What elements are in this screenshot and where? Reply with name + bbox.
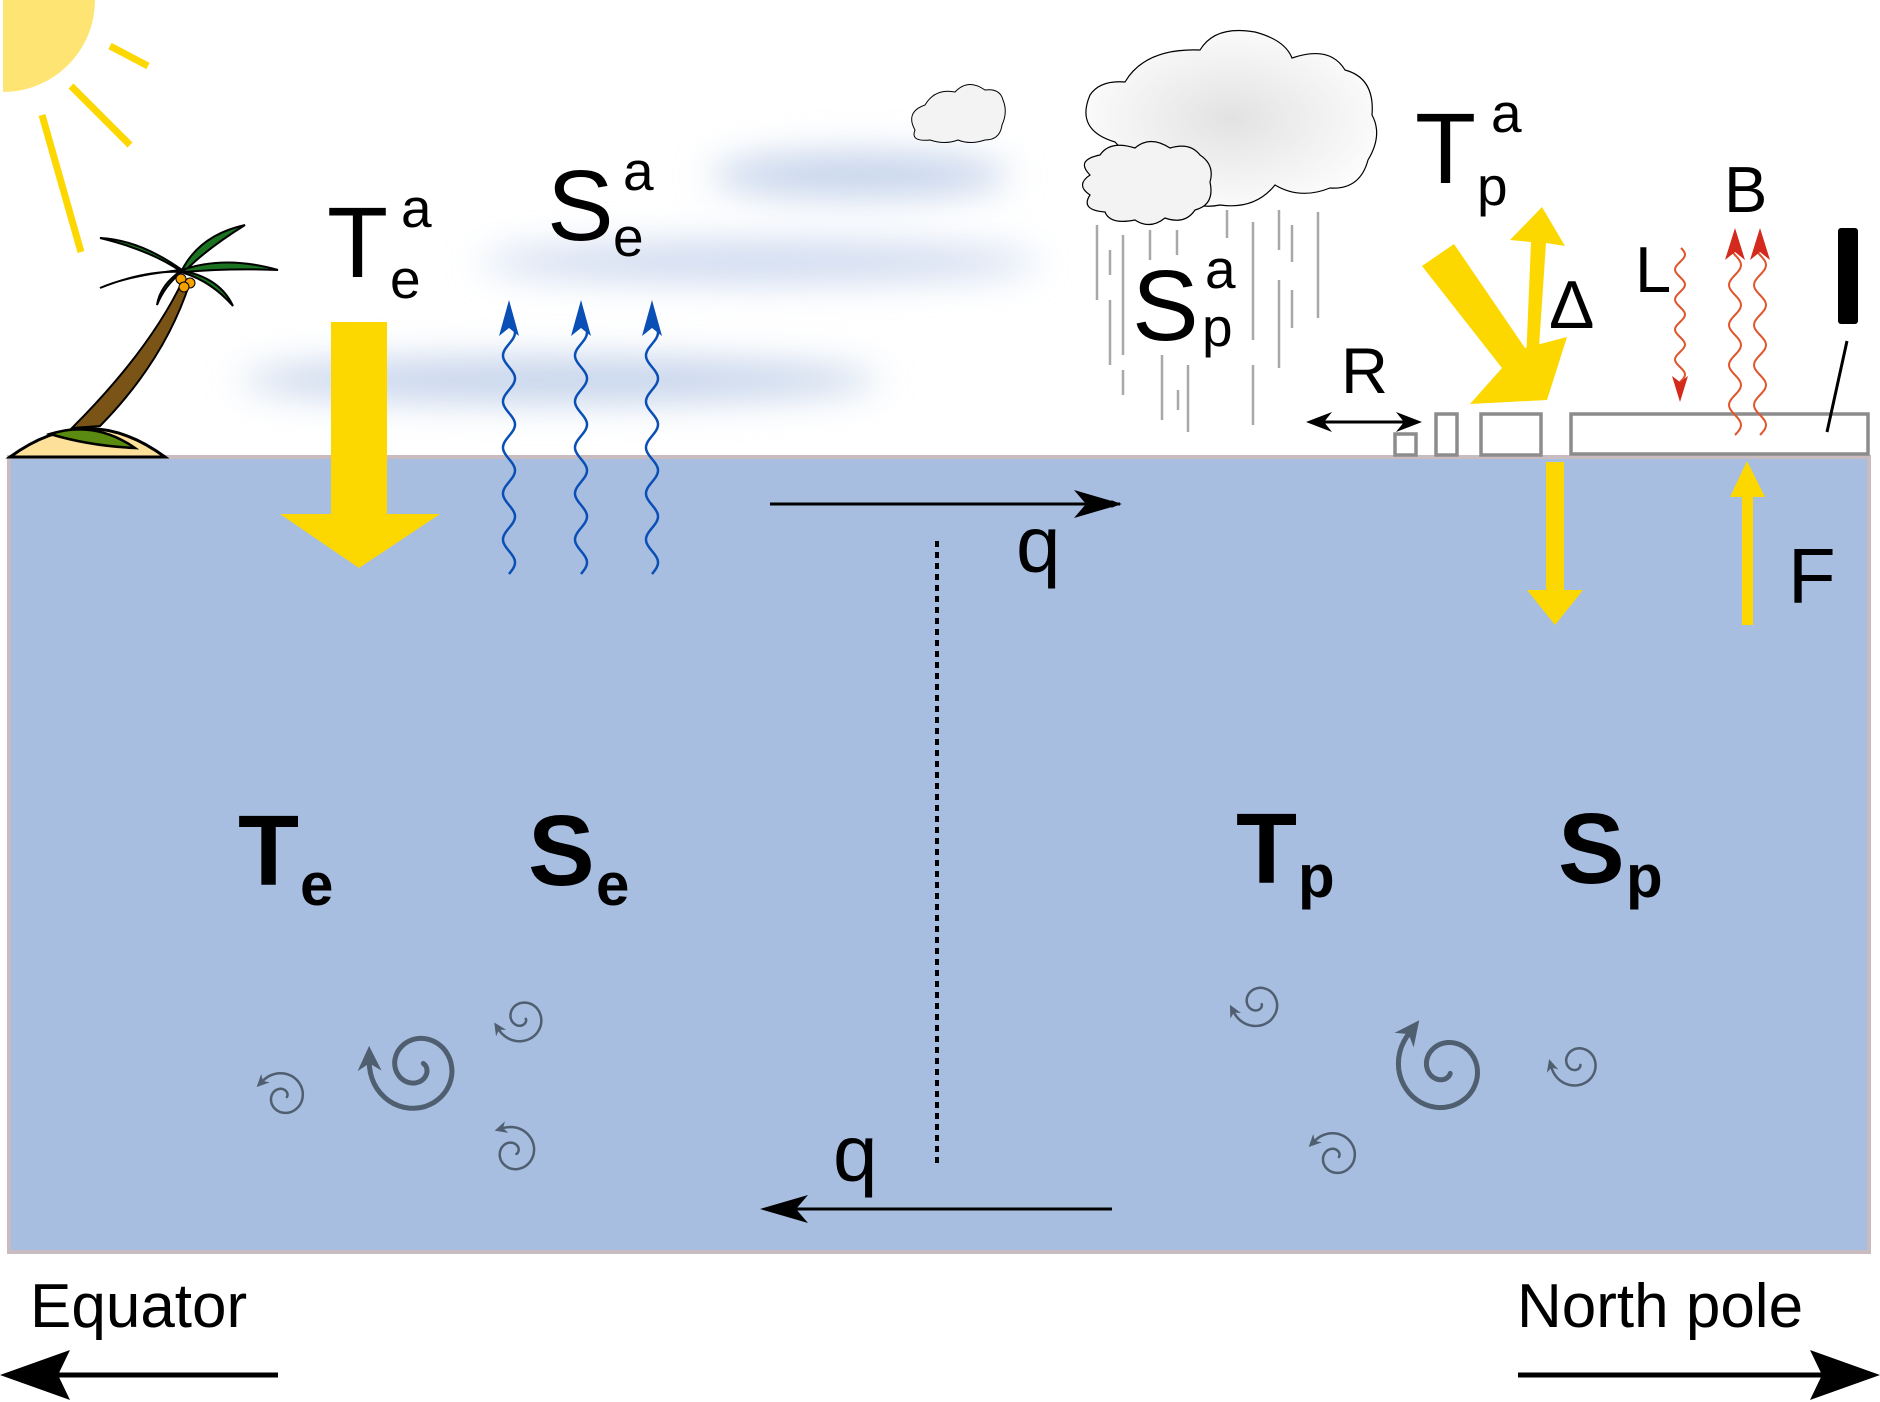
ice-melt-flux-arrow xyxy=(1527,462,1583,625)
ice-floe xyxy=(1434,412,1459,457)
small-eddy-spiral xyxy=(1232,986,1279,1028)
label-north-pole: North pole xyxy=(1517,1272,1803,1341)
label-polar-air-temperature: T p a xyxy=(1415,82,1522,217)
symbol-subscript: e xyxy=(300,851,333,918)
symbol-base: T xyxy=(238,795,299,907)
symbol-subscript: e xyxy=(613,206,644,268)
small-eddy-arrowhead xyxy=(1546,1059,1559,1073)
small-eddy-arrowhead xyxy=(256,1073,270,1088)
blackbody-up-arrowhead xyxy=(1750,228,1770,260)
longwave-down-arrowhead xyxy=(1672,376,1688,402)
symbol-superscript: a xyxy=(623,140,654,202)
evaporation-arrowhead xyxy=(642,300,662,336)
small-eddy-spiral xyxy=(498,1125,536,1171)
atmospheric-haze xyxy=(240,153,1040,402)
equator-shortwave-arrow xyxy=(280,322,440,568)
polar-shortwave-arrow xyxy=(1422,244,1567,404)
small-eddy-spiral xyxy=(1312,1132,1357,1175)
symbol-subscript: p xyxy=(1477,155,1508,217)
label-equator-air-temperature: T e a xyxy=(327,177,432,310)
haze-band xyxy=(240,358,880,402)
small-eddy-arrowhead xyxy=(1308,1133,1322,1148)
evaporation-arrows xyxy=(499,300,662,575)
equator-direction-arrow xyxy=(0,1350,278,1400)
palm-island-icon xyxy=(5,224,279,459)
small-eddy-spiral xyxy=(260,1072,305,1115)
evaporation-wave xyxy=(644,319,660,575)
small-eddy-arrowhead xyxy=(1229,1004,1242,1019)
evaporation-wave xyxy=(501,319,517,575)
ice-floe xyxy=(1393,432,1418,457)
large-eddy-arrowhead xyxy=(357,1045,382,1072)
label-deep-transport: q xyxy=(833,1109,878,1198)
blackbody-up-arrowhead xyxy=(1725,228,1745,260)
symbol-base: S xyxy=(1132,250,1199,362)
ocean-heat-flux-arrow xyxy=(1730,461,1765,625)
large-eddy-spiral xyxy=(366,1035,455,1111)
reflected-shortwave-arrow xyxy=(1510,207,1565,362)
north-pole-direction-arrow xyxy=(1518,1350,1880,1400)
blackbody-up-wave xyxy=(1752,248,1768,436)
ice-thickness-pointer xyxy=(1825,340,1849,433)
large-eddy-arrowhead xyxy=(1394,1020,1420,1048)
small-eddy-arrowhead xyxy=(494,1022,507,1037)
label-equator-air-salinity: S e a xyxy=(547,140,654,268)
symbol-subscript: p xyxy=(1626,843,1663,910)
symbol-base: T xyxy=(1236,793,1297,905)
blackbody-up-wave xyxy=(1727,248,1743,436)
label-polar-ocean-salinity: S p xyxy=(1558,793,1663,910)
deep-transport-arrowhead xyxy=(760,1195,808,1223)
symbol-subscript: p xyxy=(1202,296,1233,358)
symbol-base: T xyxy=(327,187,388,299)
symbol-subscript: e xyxy=(596,851,629,918)
symbol-superscript: a xyxy=(1205,238,1236,300)
evaporation-arrowhead xyxy=(571,300,591,336)
small-eddy-spiral xyxy=(497,1001,543,1043)
label-equator-ocean-salinity: S e xyxy=(528,795,629,918)
evaporation-arrowhead xyxy=(499,300,519,336)
evaporation-wave xyxy=(573,319,589,575)
runoff-double-arrow xyxy=(1306,412,1422,432)
small-eddy-spiral xyxy=(1549,1047,1597,1087)
longwave-arrows xyxy=(1672,228,1770,436)
large-eddy-spiral xyxy=(1395,1029,1481,1111)
label-polar-air-salinity: S p a xyxy=(1132,238,1236,362)
label-albedo-delta: Δ xyxy=(1549,267,1594,343)
symbol-subscript: e xyxy=(390,248,421,310)
label-longwave: L xyxy=(1635,233,1671,306)
ice-sheet xyxy=(1569,412,1870,456)
symbol-base: S xyxy=(547,150,614,262)
symbol-base: T xyxy=(1415,93,1476,205)
longwave-down-wave xyxy=(1673,247,1687,383)
label-equator-ocean-temperature: T e xyxy=(238,795,333,918)
label-runoff: R xyxy=(1341,334,1388,407)
symbol-base: S xyxy=(1558,793,1625,905)
label-surface-transport: q xyxy=(1016,500,1061,589)
ocean-eddies xyxy=(256,986,1597,1175)
symbol-subscript: p xyxy=(1298,843,1335,910)
ice-floe xyxy=(1479,412,1543,457)
symbol-superscript: a xyxy=(401,177,432,239)
symbol-superscript: a xyxy=(1491,82,1522,144)
storm-cloud-icon xyxy=(1081,29,1378,226)
label-equator: Equator xyxy=(30,1272,247,1341)
ice-thickness-bar xyxy=(1838,228,1858,324)
small-eddy-arrowhead xyxy=(494,1121,509,1133)
haze-band xyxy=(710,153,1010,197)
sea-ice-floes xyxy=(1393,412,1870,457)
label-polar-ocean-temperature: T p xyxy=(1236,793,1335,910)
symbol-base: S xyxy=(528,795,595,907)
label-ocean-flux: F xyxy=(1788,532,1836,620)
haze-band xyxy=(480,242,1040,282)
surface-transport-arrowhead xyxy=(1074,490,1122,518)
sun-icon xyxy=(3,0,150,253)
rain-icon xyxy=(1095,210,1320,432)
label-blackbody: B xyxy=(1724,153,1767,226)
small-cloud-icon xyxy=(911,84,1006,143)
